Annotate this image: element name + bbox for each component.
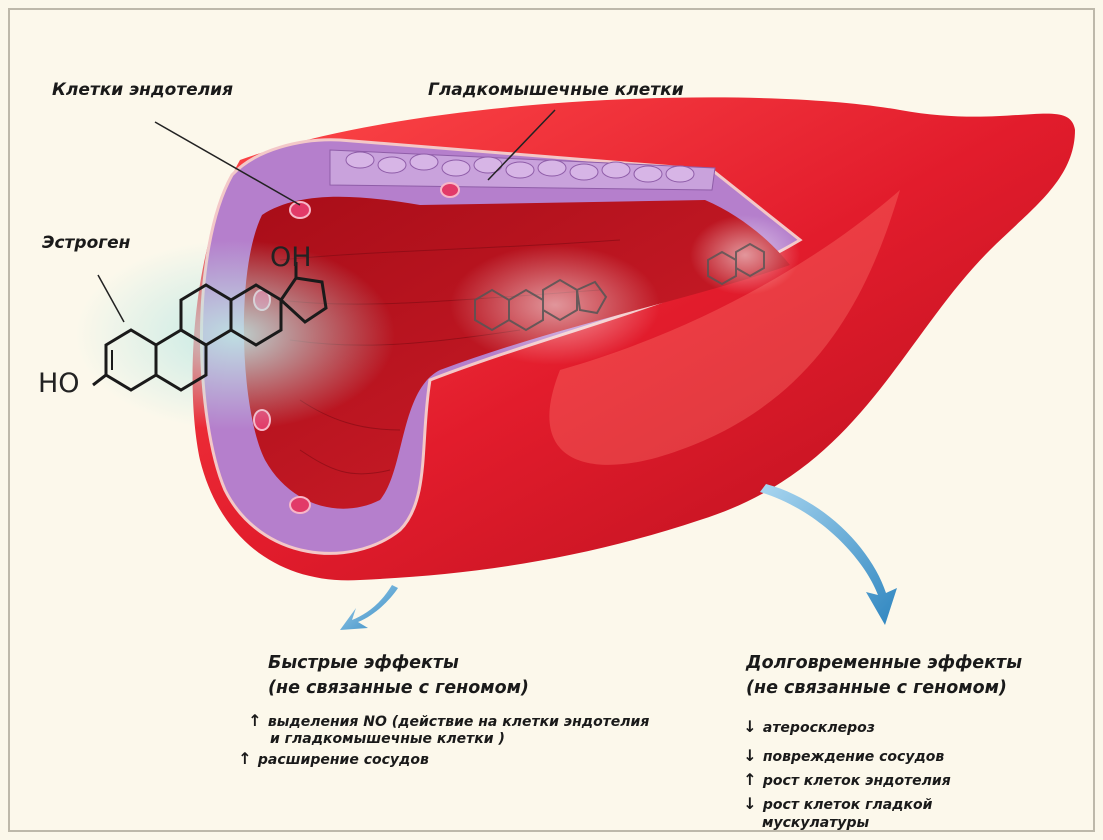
ho-group-label: HO	[38, 368, 80, 399]
long-term-effect-item: ↓ рост клеток гладкой	[742, 795, 932, 814]
long-term-effects-title-line2: (не связанные с геномом)	[746, 676, 1022, 701]
arrow-up-icon: ↑	[237, 750, 253, 767]
arrow-up-icon: ↑	[247, 712, 263, 729]
rapid-effects-title-line2: (не связанные с геномом)	[268, 676, 529, 701]
long-term-effects-title: Долговременные эффекты (не связанные с г…	[746, 651, 1022, 701]
long-term-effect-item: ↓ атеросклероз	[742, 718, 875, 737]
molecule-glow-far	[690, 215, 800, 295]
rapid-effects-title-line1: Быстрые эффекты	[268, 651, 529, 676]
arrow-down-icon: ↓	[742, 718, 758, 735]
arrow-down-icon: ↓	[742, 747, 758, 764]
rapid-effect-text: расширение сосудов	[258, 752, 429, 768]
label-estrogen: Эстроген	[42, 233, 130, 253]
long-term-effect-text: рост клеток эндотелия	[763, 773, 951, 789]
long-term-effect-text: атеросклероз	[763, 720, 875, 736]
label-smooth-muscle-cells: Гладкомышечные клетки	[428, 80, 684, 100]
molecule-glow-center	[450, 245, 660, 365]
long-term-effect-text: повреждение сосудов	[763, 749, 944, 765]
long-term-effect-item: ↓ повреждение сосудов	[742, 747, 944, 766]
arrow-down-icon: ↓	[742, 795, 758, 812]
oh-group-label: OH	[270, 242, 312, 273]
arrow-left	[340, 585, 398, 630]
arrow-right	[760, 484, 897, 625]
long-term-effect-continuation: мускулатуры	[762, 815, 869, 832]
rapid-effect-item: ↑ выделения NO (действие на клетки эндот…	[247, 712, 649, 731]
rapid-effects-title: Быстрые эффекты (не связанные с геномом)	[268, 651, 529, 701]
arrow-up-icon: ↑	[742, 771, 758, 788]
label-endothelial-cells: Клетки эндотелия	[52, 80, 233, 100]
long-term-effects-title-line1: Долговременные эффекты	[746, 651, 1022, 676]
rapid-effect-text: выделения NO (действие на клетки эндотел…	[268, 714, 649, 730]
rapid-effect-item: ↑ расширение сосудов	[237, 750, 429, 769]
rapid-effect-continuation: и гладкомышечные клетки )	[270, 731, 505, 748]
long-term-effect-item: ↑ рост клеток эндотелия	[742, 771, 951, 790]
long-term-effect-text: рост клеток гладкой	[763, 797, 933, 813]
